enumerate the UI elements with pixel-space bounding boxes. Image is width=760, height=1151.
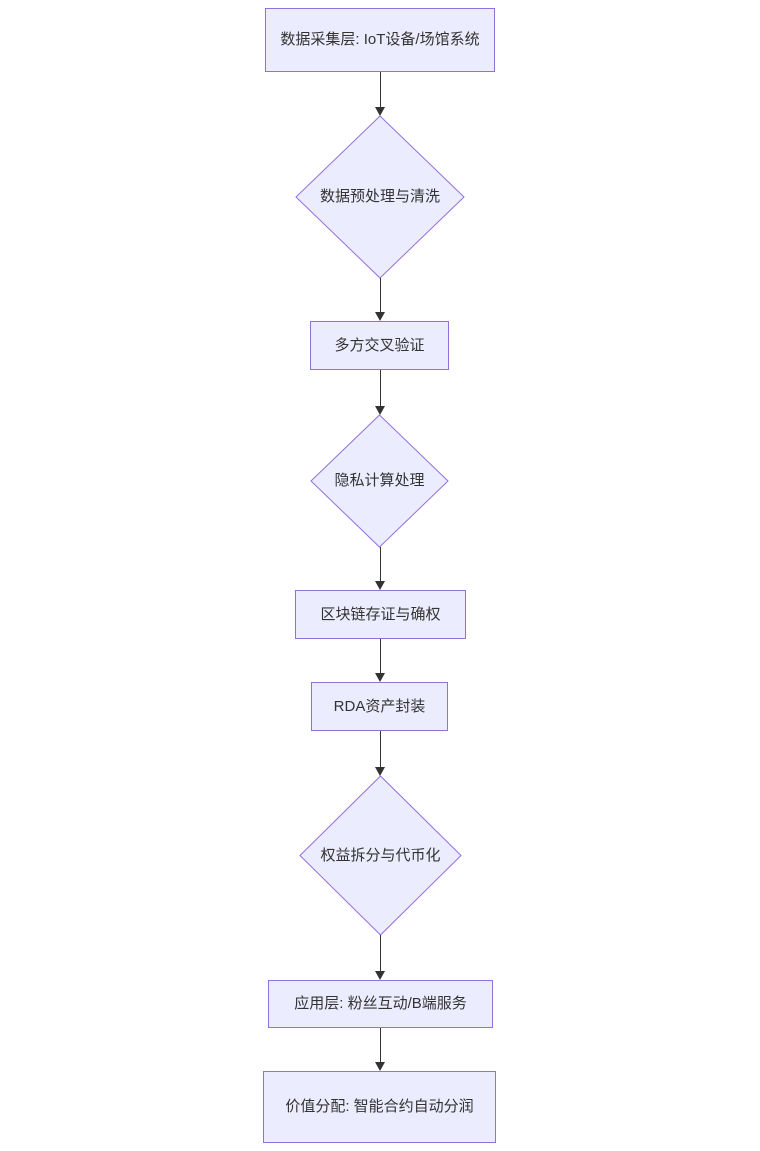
node-label: 价值分配: 智能合约自动分润 bbox=[285, 1098, 474, 1115]
node-data-preprocessing: 数据预处理与清洗 bbox=[296, 116, 464, 278]
arrow-shaft bbox=[379, 278, 381, 312]
arrow-shaft bbox=[379, 1028, 381, 1062]
arrowhead-icon bbox=[375, 312, 385, 321]
node-label: 多方交叉验证 bbox=[334, 336, 425, 354]
node-application-layer: 应用层: 粉丝互动/B端服务 bbox=[268, 980, 493, 1028]
node-label: 区块链存证与确权 bbox=[320, 605, 441, 623]
node-label: RDA资产封装 bbox=[333, 697, 426, 715]
arrow-shaft bbox=[379, 731, 381, 767]
arrow-connector bbox=[375, 278, 385, 321]
node-label: 数据预处理与清洗 bbox=[319, 188, 440, 205]
arrowhead-icon bbox=[375, 581, 385, 590]
arrowhead-icon bbox=[375, 767, 385, 776]
node-cross-validation: 多方交叉验证 bbox=[310, 321, 449, 370]
node-value-distribution: 价值分配: 智能合约自动分润 bbox=[263, 1071, 496, 1143]
node-privacy-computing: 隐私计算处理 bbox=[311, 415, 448, 547]
node-blockchain-attestation: 区块链存证与确权 bbox=[295, 590, 466, 639]
node-data-collection-layer: 数据采集层: IoT设备/场馆系统 bbox=[265, 8, 495, 72]
arrowhead-icon bbox=[375, 107, 385, 116]
arrow-shaft bbox=[379, 72, 381, 107]
arrowhead-icon bbox=[375, 673, 385, 682]
arrowhead-icon bbox=[375, 406, 385, 415]
arrow-shaft bbox=[379, 547, 381, 581]
node-rda-asset-packaging: RDA资产封装 bbox=[311, 682, 448, 731]
diamond-shape bbox=[300, 776, 461, 935]
arrow-connector bbox=[375, 370, 385, 415]
arrow-shaft bbox=[379, 639, 381, 673]
arrow-connector bbox=[375, 935, 385, 980]
node-rights-tokenization: 权益拆分与代币化 bbox=[300, 776, 461, 935]
arrow-connector bbox=[375, 547, 385, 590]
arrow-connector bbox=[375, 72, 385, 116]
node-label: 应用层: 粉丝互动/B端服务 bbox=[294, 995, 467, 1012]
arrow-connector bbox=[375, 1028, 385, 1071]
arrow-connector bbox=[375, 639, 385, 682]
node-label: 数据采集层: IoT设备/场馆系统 bbox=[280, 31, 480, 48]
node-label: 隐私计算处理 bbox=[334, 472, 425, 489]
node-label: 权益拆分与代币化 bbox=[320, 846, 441, 864]
arrow-shaft bbox=[379, 935, 381, 971]
arrowhead-icon bbox=[375, 1062, 385, 1071]
arrowhead-icon bbox=[375, 971, 385, 980]
arrow-shaft bbox=[379, 370, 381, 406]
arrow-connector bbox=[375, 731, 385, 776]
